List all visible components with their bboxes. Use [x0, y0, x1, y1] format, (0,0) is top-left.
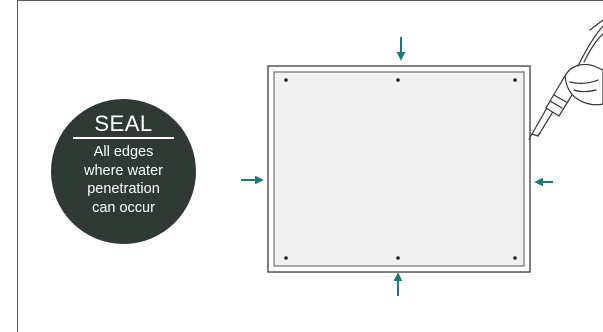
diagram-frame: [17, 0, 603, 332]
screws: [284, 78, 517, 260]
screw-icon: [396, 256, 400, 260]
screw-icon: [513, 256, 517, 260]
panel: [267, 65, 531, 273]
screw-icon: [513, 78, 517, 82]
sealant-gun-icon: [528, 19, 603, 140]
screw-icon: [396, 78, 400, 82]
screw-icon: [284, 78, 288, 82]
seal-title: SEAL: [94, 111, 153, 136]
seal-divider: [73, 137, 174, 139]
seal-description: All edges where water penetration can oc…: [84, 144, 163, 216]
seal-badge: SEAL All edges where water penetration c…: [51, 99, 196, 244]
screw-icon: [284, 256, 288, 260]
